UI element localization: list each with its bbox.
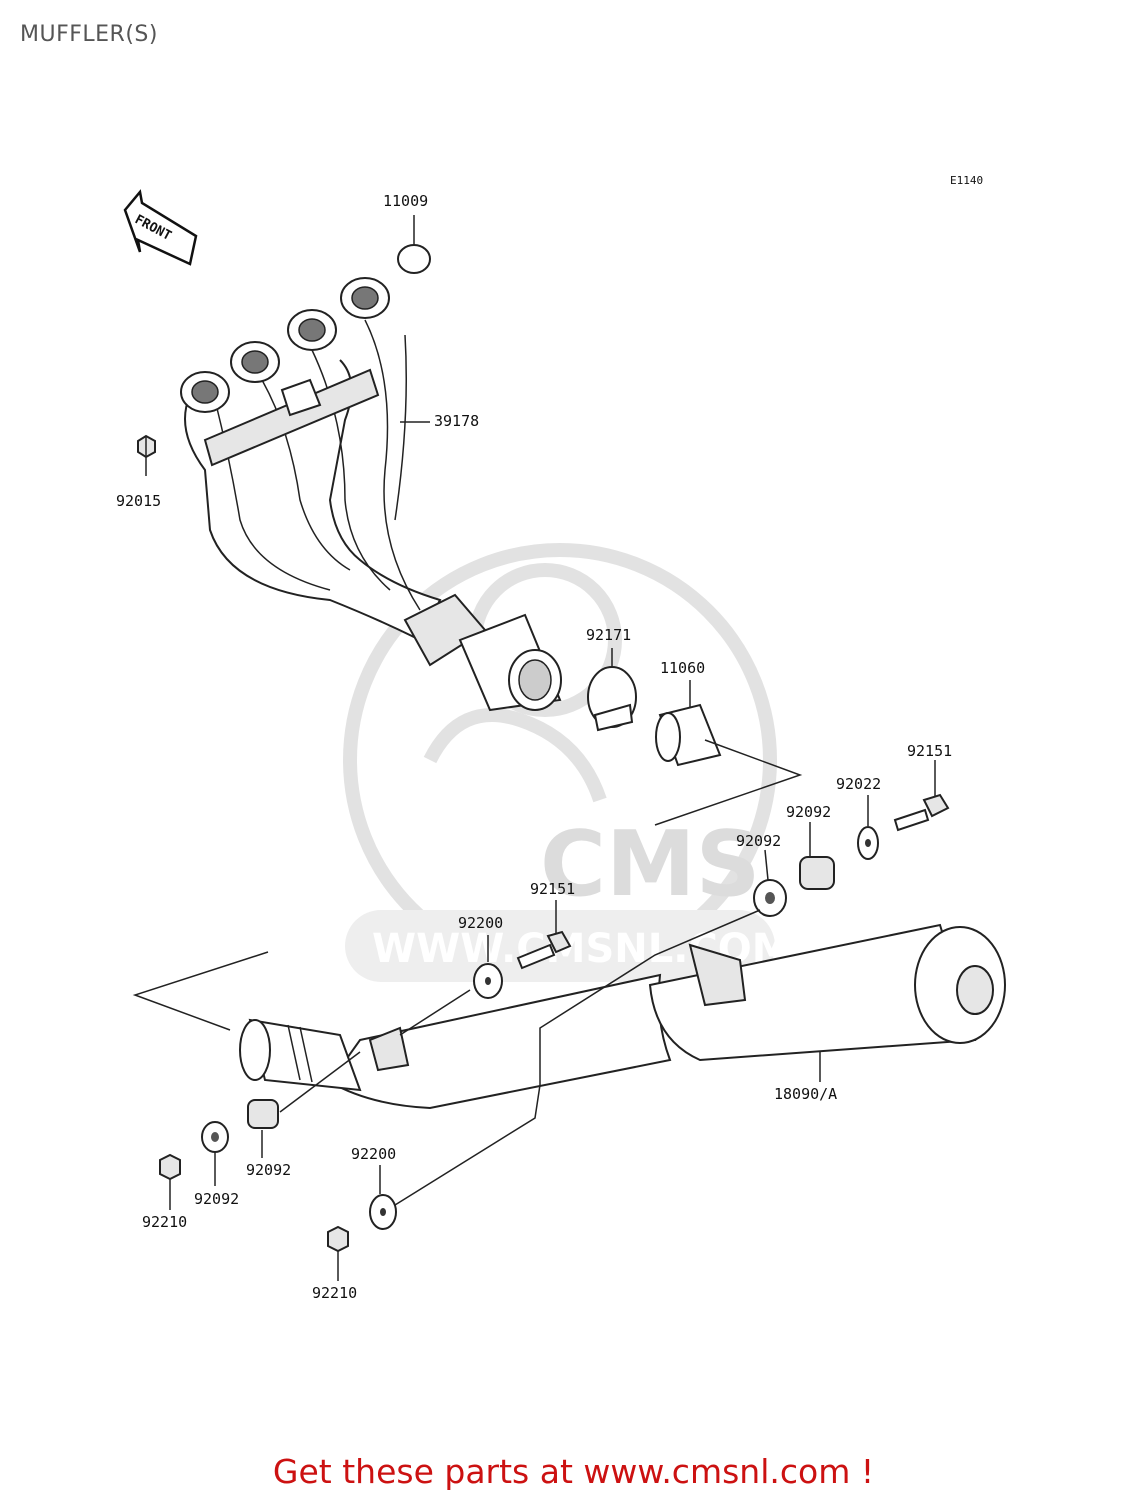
page-title: MUFFLER(S) bbox=[20, 22, 158, 47]
nut-92210-b bbox=[327, 1225, 349, 1253]
part-label: 92200 bbox=[351, 1145, 396, 1163]
exhaust-header-pipes bbox=[180, 277, 562, 712]
part-label: 92171 bbox=[586, 626, 631, 644]
diagram-code: E1140 bbox=[950, 174, 983, 187]
part-label: 39178 bbox=[434, 412, 479, 430]
promo-link[interactable]: Get these parts at www.cmsnl.com ! bbox=[272, 1452, 875, 1491]
part-label: 92022 bbox=[836, 775, 881, 793]
sleeve-11060 bbox=[655, 703, 722, 767]
part-label: 92015 bbox=[116, 492, 161, 510]
part-label: 92092 bbox=[194, 1190, 239, 1208]
part-labels: 11009 39178 92015 92171 11060 92151 9202… bbox=[116, 192, 952, 1302]
part-label: 92210 bbox=[312, 1284, 357, 1302]
part-label: 11060 bbox=[660, 659, 705, 677]
watermark-brand: CMS bbox=[540, 812, 760, 917]
front-arrow: FRONT bbox=[123, 189, 198, 266]
part-label: 92200 bbox=[458, 914, 503, 932]
part-label: 92092 bbox=[736, 832, 781, 850]
washer-92200-lower bbox=[369, 1194, 397, 1230]
part-label: 11009 bbox=[383, 192, 428, 210]
part-label: 92151 bbox=[907, 742, 952, 760]
bolt-92151-upper bbox=[893, 793, 950, 832]
nut-92210-a bbox=[159, 1153, 181, 1181]
part-label: 92092 bbox=[246, 1161, 291, 1179]
watermark-logo: CMS WWW.CMSNL.COM bbox=[343, 543, 792, 982]
bolt-92151-mid bbox=[516, 930, 572, 970]
part-label: 92151 bbox=[530, 880, 575, 898]
leader-lines bbox=[132, 215, 936, 1281]
part-label: 92092 bbox=[786, 803, 831, 821]
grommet-92092-b bbox=[753, 879, 787, 917]
muffler-18090A bbox=[239, 923, 1006, 1110]
grommet-92092-d bbox=[201, 1121, 229, 1153]
grommet-92092-c bbox=[247, 1099, 279, 1129]
part-label: 92210 bbox=[142, 1213, 187, 1231]
gasket-ring bbox=[397, 244, 431, 274]
part-label: 18090/A bbox=[774, 1085, 837, 1103]
grommet-92092-a bbox=[799, 856, 835, 890]
exploded-parts-diagram: CMS WWW.CMSNL.COM FRONT E1140 bbox=[116, 174, 1006, 1302]
clamp-92171 bbox=[587, 666, 637, 732]
